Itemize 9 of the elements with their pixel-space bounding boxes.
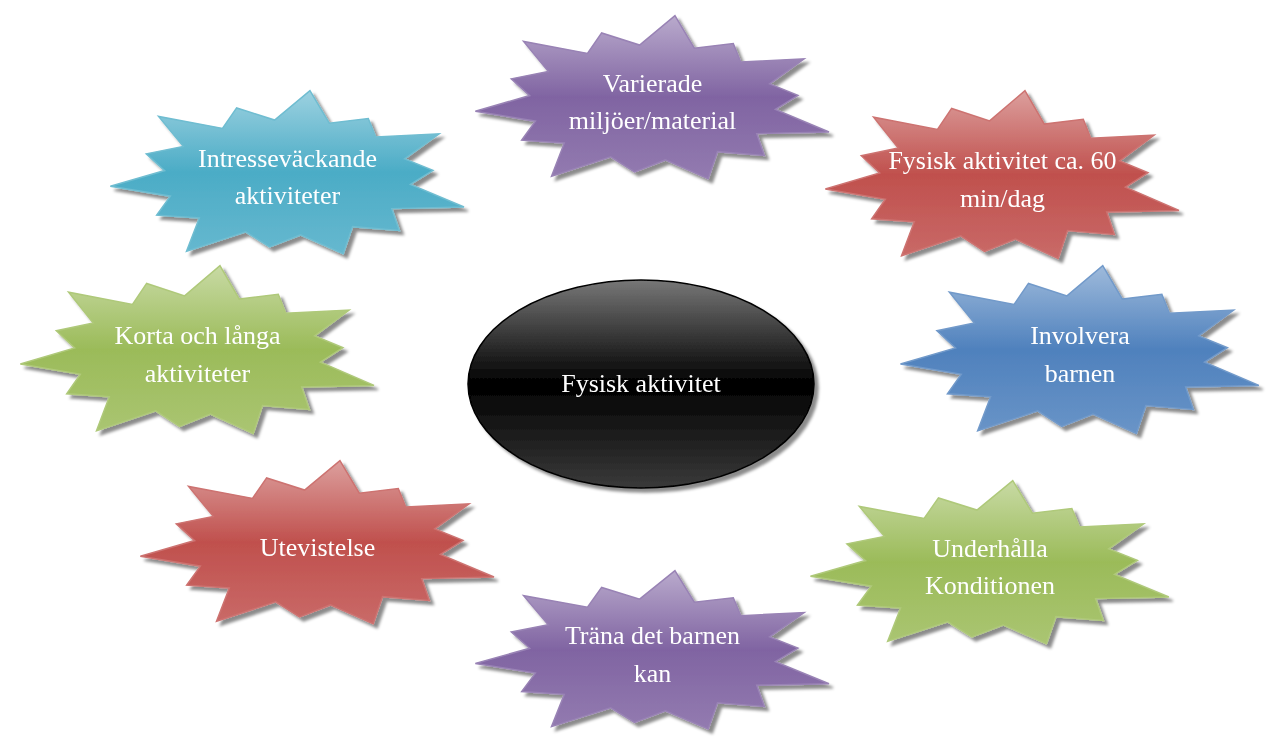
node-label: Fysisk aktivitet xyxy=(560,368,722,401)
node-label: Utevistelse xyxy=(258,531,377,564)
node-label: Underhålla Konditionen xyxy=(924,532,1056,603)
node-label: Varierade miljöer/material xyxy=(567,67,738,138)
node-label: Involvera barnen xyxy=(1029,320,1131,390)
node-label: Intresseväckande aktiviteter xyxy=(197,142,378,213)
node-label: Träna det barnen kan xyxy=(563,620,742,690)
node-label: Fysisk aktivitet ca. 60 min/dag xyxy=(887,145,1118,215)
node-label: Korta och långa aktiviteter xyxy=(113,320,282,390)
